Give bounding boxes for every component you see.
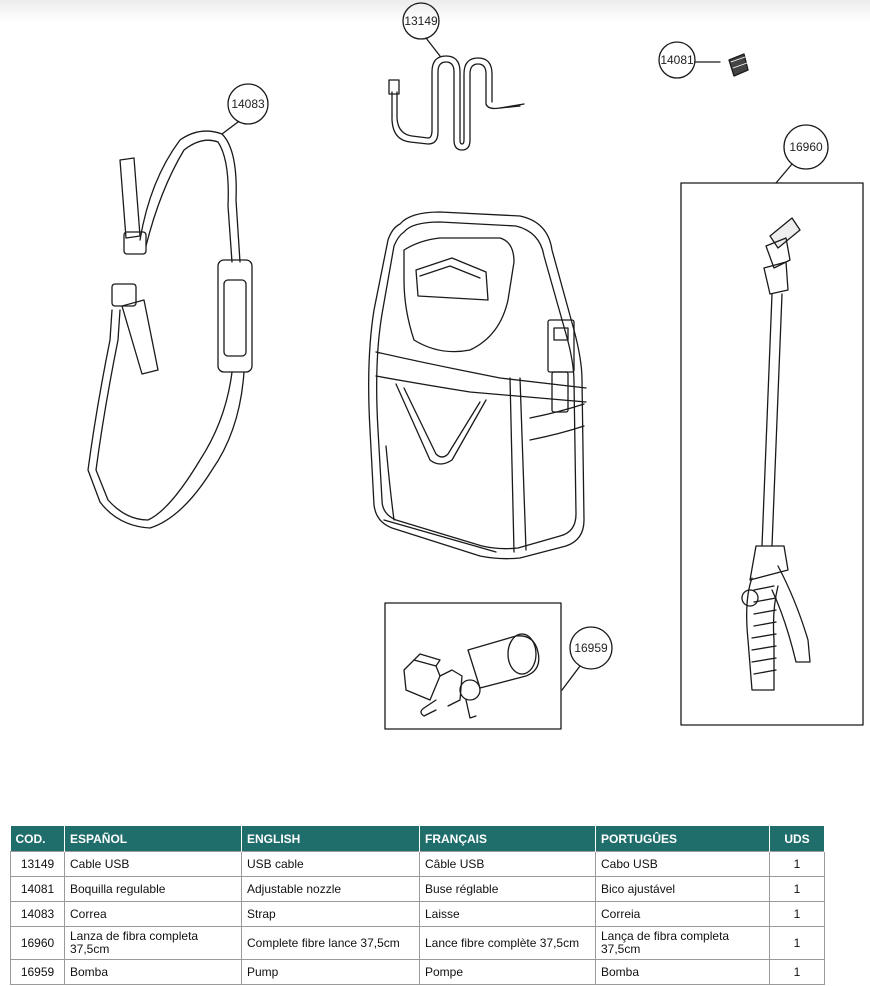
parts-table-header: COD. ESPAÑOL ENGLISH FRANÇAIS PORTUGÛES … xyxy=(10,826,825,852)
row-portuguese: Cabo USB xyxy=(595,851,770,877)
row-french: Laisse xyxy=(419,901,596,927)
callout-16959: 16959 xyxy=(561,626,613,691)
row-english: USB cable xyxy=(241,851,420,877)
callout-16960: 16960 xyxy=(775,124,829,184)
row-code: 16960 xyxy=(10,926,65,960)
row-english: Strap xyxy=(241,901,420,927)
table-row: 14081 Boquilla regulable Adjustable nozz… xyxy=(10,876,825,902)
callout-14083: 14083 xyxy=(221,83,269,135)
header-code: COD. xyxy=(10,826,65,852)
row-portuguese: Bico ajustável xyxy=(595,876,770,902)
row-english: Pump xyxy=(241,959,420,985)
table-row: 14083 Correa Strap Laisse Correia 1 xyxy=(10,901,825,927)
row-code: 13149 xyxy=(10,851,65,877)
parts-table: COD. ESPAÑOL ENGLISH FRANÇAIS PORTUGÛES … xyxy=(10,826,825,985)
row-spanish: Correa xyxy=(64,901,242,927)
row-code: 14083 xyxy=(10,901,65,927)
svg-text:14081: 14081 xyxy=(660,53,694,67)
row-french: Lance fibre complète 37,5cm xyxy=(419,926,596,960)
row-spanish: Lanza de fibra completa 37,5cm xyxy=(64,926,242,960)
row-spanish: Boquilla regulable xyxy=(64,876,242,902)
row-french: Pompe xyxy=(419,959,596,985)
nozzle-illustration xyxy=(728,53,749,77)
row-code: 14081 xyxy=(10,876,65,902)
header-french: FRANÇAIS xyxy=(419,826,596,852)
pump-illustration xyxy=(384,602,562,730)
top-shadow-band xyxy=(0,0,870,22)
row-portuguese: Lança de fibra completa 37,5cm xyxy=(595,926,770,960)
svg-text:14083: 14083 xyxy=(231,97,265,111)
sprayer-body-illustration xyxy=(368,211,587,560)
row-code: 16959 xyxy=(10,959,65,985)
strap-illustration xyxy=(87,130,253,529)
row-units: 1 xyxy=(769,901,825,927)
row-french: Câble USB xyxy=(419,851,596,877)
row-spanish: Bomba xyxy=(64,959,242,985)
row-units: 1 xyxy=(769,959,825,985)
table-row: 13149 Cable USB USB cable Câble USB Cabo… xyxy=(10,851,825,877)
lance-illustration xyxy=(680,182,864,726)
row-portuguese: Correia xyxy=(595,901,770,927)
table-row: 16959 Bomba Pump Pompe Bomba 1 xyxy=(10,959,825,985)
svg-text:16959: 16959 xyxy=(574,641,608,655)
svg-text:16960: 16960 xyxy=(789,140,823,154)
row-english: Adjustable nozzle xyxy=(241,876,420,902)
exploded-parts-drawing: 13149 14081 14083 xyxy=(87,2,864,730)
row-units: 1 xyxy=(769,851,825,877)
header-units: UDS xyxy=(769,826,825,852)
header-english: ENGLISH xyxy=(241,826,420,852)
callout-13149: 13149 xyxy=(402,2,441,57)
table-row: 16960 Lanza de fibra completa 37,5cm Com… xyxy=(10,926,825,960)
usb-cable-illustration xyxy=(388,55,525,151)
row-units: 1 xyxy=(769,926,825,960)
header-spanish: ESPAÑOL xyxy=(64,826,242,852)
row-portuguese: Bomba xyxy=(595,959,770,985)
svg-text:13149: 13149 xyxy=(404,14,438,28)
row-spanish: Cable USB xyxy=(64,851,242,877)
row-english: Complete fibre lance 37,5cm xyxy=(241,926,420,960)
callout-14081: 14081 xyxy=(658,41,721,79)
header-portuguese: PORTUGÛES xyxy=(595,826,770,852)
row-units: 1 xyxy=(769,876,825,902)
row-french: Buse réglable xyxy=(419,876,596,902)
